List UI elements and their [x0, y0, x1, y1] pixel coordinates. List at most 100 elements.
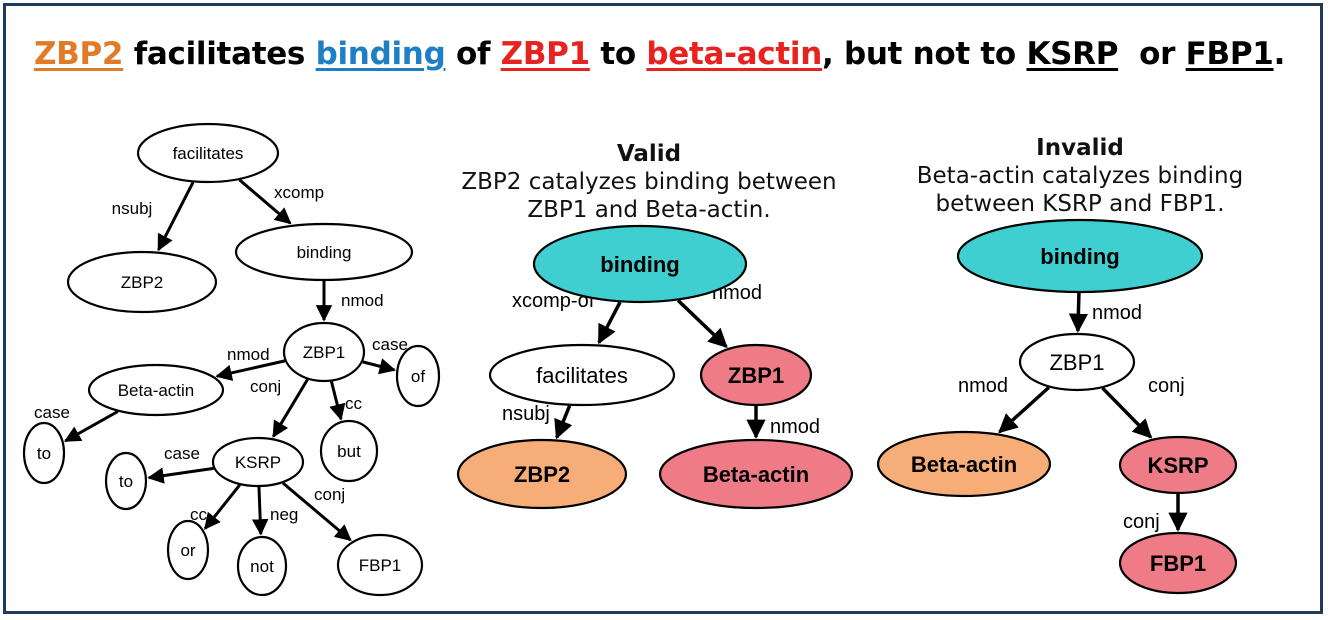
parse_tree-node-facilitates — [136, 122, 280, 184]
parse_tree-node-label: ZBP1 — [303, 343, 346, 362]
headline-segment: FBP1 — [1185, 36, 1274, 72]
parse_tree-node-label: facilitates — [173, 144, 244, 163]
valid_graph-node-label: facilitates — [536, 363, 628, 388]
valid-title: Valid — [616, 141, 682, 167]
headline-segment: or — [1118, 36, 1186, 72]
valid_graph-node-zbp1 — [699, 343, 813, 407]
parse_tree-node-to1 — [22, 421, 66, 485]
invalid-caption: Invalid Beta-actin catalyzes binding bet… — [880, 134, 1280, 218]
parse_tree-node-zbp2 — [66, 250, 218, 314]
parse_tree-node-label: to — [37, 444, 51, 463]
headline-segment: ZBP1 — [500, 36, 591, 72]
parse_tree-edge-facilitates-zbp2 — [157, 181, 195, 252]
headline-segment: KSRP — [1026, 36, 1119, 72]
valid_graph-edge-facilitates-zbp2 — [554, 405, 573, 440]
invalid_graph-edge-zbp1-betaactin — [998, 386, 1051, 434]
invalid_graph-node-binding — [956, 218, 1204, 294]
parse_tree-edge-label: xcomp — [274, 183, 324, 202]
invalid_graph-node-label: FBP1 — [1150, 551, 1206, 576]
parse_tree-node-label: not — [250, 557, 274, 576]
invalid_graph-node-betaactin — [876, 430, 1052, 498]
headline-segment: to — [589, 36, 647, 72]
parse_tree-edge-label: cc — [190, 505, 208, 524]
parse_tree-edge-betaactin-to1 — [63, 410, 119, 443]
headline-segment: beta-actin — [646, 36, 822, 72]
invalid_graph-edge-label: conj — [1148, 375, 1185, 397]
parse_tree-edge-ksrp-to2 — [147, 466, 214, 484]
parse_tree-edge-label: nmod — [227, 345, 270, 364]
parse_tree-node-label: FBP1 — [359, 556, 402, 575]
parse_tree-node-but — [319, 419, 379, 483]
invalid_graph-node-zbp1 — [1018, 332, 1136, 392]
parse_tree-node-label: of — [411, 367, 425, 386]
parse_tree-edge-label: case — [164, 444, 200, 463]
parse_tree-edge-label: neg — [270, 505, 298, 524]
parse_tree-node-zbp1 — [282, 321, 366, 383]
invalid_graph-edge-label: conj — [1123, 511, 1160, 533]
valid_graph-edge-binding-zbp1 — [676, 299, 728, 348]
valid_graph-node-binding — [532, 224, 748, 304]
valid-line-2: ZBP1 and Beta-actin. — [527, 197, 771, 223]
parse_tree-node-ksrp — [211, 436, 305, 488]
headline-segment: , but not to — [822, 36, 1027, 72]
valid_graph-edge-label: nmod — [770, 416, 820, 438]
slide-frame — [3, 3, 1323, 614]
headline-segment: . — [1273, 36, 1286, 72]
parse_tree-node-label: but — [337, 442, 361, 461]
invalid_graph-node-ksrp — [1118, 435, 1238, 495]
parse_tree-edge-label: cc — [345, 394, 363, 413]
invalid_graph-edge-label: nmod — [958, 375, 1008, 397]
parse_tree-edge-zbp1-but — [329, 381, 346, 421]
parse_tree-node-betaactin — [87, 363, 225, 417]
parse_tree-edge-label: conj — [314, 485, 345, 504]
parse_tree-node-to2 — [104, 451, 148, 511]
parse_tree-edge-ksrp-or — [203, 484, 241, 530]
parse_tree-node-label: binding — [297, 243, 352, 262]
invalid-line-1: Beta-actin catalyzes binding — [916, 163, 1244, 189]
parse_tree-node-label: Beta-actin — [118, 381, 195, 400]
parse_tree-edge-ksrp-not — [251, 486, 269, 536]
valid-caption: Valid ZBP2 catalyzes binding between ZBP… — [434, 140, 864, 224]
parse_tree-edge-facilitates-binding — [238, 178, 292, 225]
valid_graph-node-label: binding — [600, 252, 679, 277]
invalid_graph-node-label: binding — [1040, 244, 1119, 269]
valid_graph-node-label: Beta-actin — [703, 462, 809, 487]
valid_graph-node-label: ZBP1 — [728, 363, 784, 388]
parse_tree-node-fbp1 — [336, 533, 424, 597]
parse_tree-edge-label: case — [34, 403, 70, 422]
valid-line-1: ZBP2 catalyzes binding between — [461, 169, 837, 195]
parse_tree-node-label: to — [119, 472, 133, 491]
invalid_graph-edge-label: nmod — [1092, 302, 1142, 324]
parse_tree-edge-label: case — [372, 335, 408, 354]
headline-sentence: ZBP2 facilitates binding of ZBP1 to beta… — [34, 36, 1285, 72]
headline-segment: binding — [315, 36, 446, 72]
headline-segment: facilitates — [123, 36, 316, 72]
valid_graph-node-label: ZBP2 — [514, 462, 570, 487]
parse_tree-node-label: or — [180, 541, 195, 560]
invalid-line-2: between KSRP and FBP1. — [935, 191, 1225, 217]
headline-segment: of — [445, 36, 501, 72]
parse_tree-edge-zbp1-of — [362, 358, 397, 375]
headline-segment: ZBP2 — [34, 36, 124, 72]
parse_tree-edge-ksrp-fbp1 — [281, 481, 352, 542]
parse_tree-edge-zbp1-betaactin — [215, 359, 286, 381]
invalid_graph-node-label: ZBP1 — [1049, 350, 1104, 375]
valid_graph-edge-label: nsubj — [502, 403, 550, 425]
parse_tree-edge-label: conj — [250, 377, 281, 396]
valid_graph-edge-binding-facilitates — [597, 301, 622, 345]
valid_graph-node-betaactin — [658, 438, 854, 510]
invalid-title: Invalid — [1036, 135, 1124, 161]
parse_tree-node-label: KSRP — [235, 453, 281, 472]
invalid_graph-edge-zbp1-ksrp — [1101, 386, 1153, 439]
invalid_graph-node-fbp1 — [1118, 531, 1238, 595]
parse_tree-node-not — [236, 535, 288, 597]
valid_graph-edge-label: xcomp-of — [512, 290, 595, 312]
parse_tree-node-binding — [234, 222, 414, 282]
invalid_graph-node-label: Beta-actin — [911, 452, 1017, 477]
invalid_graph-node-label: KSRP — [1147, 453, 1208, 478]
valid_graph-node-facilitates — [488, 343, 676, 407]
parse_tree-edge-label: nsubj — [112, 199, 153, 218]
parse_tree-node-label: ZBP2 — [121, 273, 164, 292]
parse_tree-node-or — [166, 519, 210, 581]
